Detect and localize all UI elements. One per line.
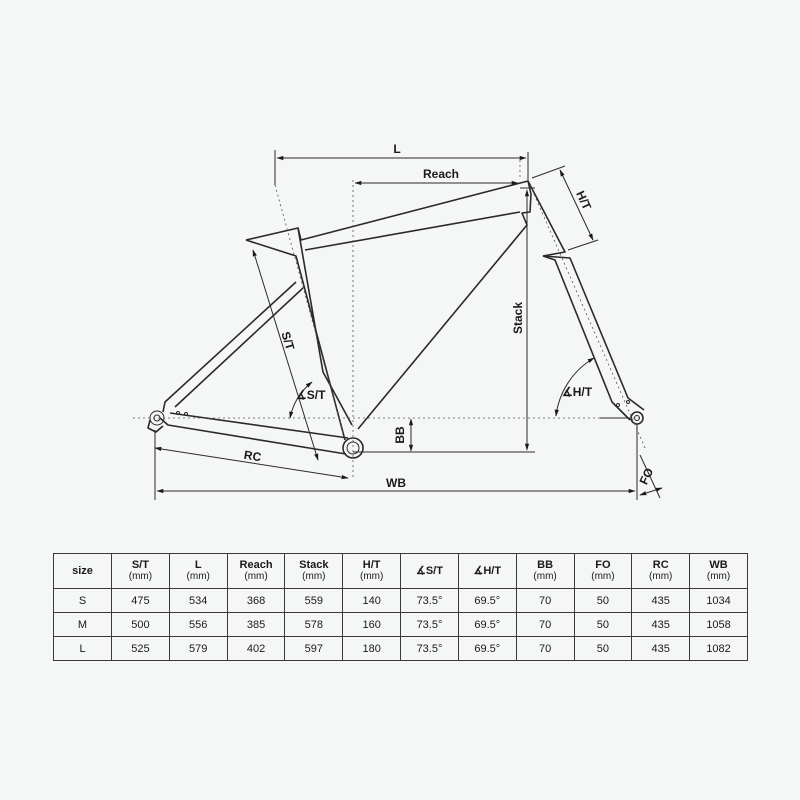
- size-cell: S: [53, 588, 112, 613]
- table-cell: 70: [515, 612, 575, 637]
- header-ht-angle: ∡H/T: [457, 553, 517, 589]
- header-fo: FO(mm): [573, 553, 633, 589]
- dimension-stack: Stack: [511, 189, 530, 451]
- table-cell: 69.5°: [457, 636, 517, 661]
- table-cell: 597: [284, 636, 344, 661]
- table-cell: 578: [284, 612, 344, 637]
- table-cell: 73.5°: [400, 588, 459, 613]
- table-cell: 50: [573, 612, 633, 637]
- table-cell: 50: [573, 588, 633, 613]
- table-cell: 70: [515, 636, 575, 661]
- table-cell: 579: [168, 636, 228, 661]
- dimension-bb: BB: [393, 418, 414, 452]
- label-reach: Reach: [423, 167, 459, 181]
- table-cell: 556: [168, 612, 228, 637]
- table-cell: 534: [168, 588, 228, 613]
- table-cell: 160: [342, 612, 402, 637]
- size-cell: M: [53, 612, 112, 637]
- header-bb: BB(mm): [515, 553, 575, 589]
- table-cell: 475: [111, 588, 170, 613]
- angle-ht: ∡H/T: [554, 357, 595, 417]
- label-st: S/T: [278, 330, 297, 353]
- label-stack: Stack: [511, 302, 525, 334]
- header-stack: Stack(mm): [284, 553, 344, 589]
- table-cell: 1082: [689, 636, 748, 661]
- table-cell: 435: [631, 588, 691, 613]
- table-cell: 559: [284, 588, 344, 613]
- table-cell: 500: [111, 612, 170, 637]
- size-cell: L: [53, 636, 112, 661]
- table-cell: 385: [226, 612, 286, 637]
- table-cell: 70: [515, 588, 575, 613]
- dimension-L: L: [276, 142, 527, 161]
- header-size: size: [53, 553, 112, 589]
- label-ht: H/T: [573, 189, 594, 213]
- bike-geometry-diagram: L Reach H/T S/T Stack ∡S/T ∡H/T BB RC: [133, 142, 663, 500]
- label-ht-angle: ∡H/T: [562, 385, 593, 399]
- dimension-st: S/T: [252, 249, 319, 461]
- table-header-row: size S/T(mm) L(mm) Reach(mm) Stack(mm) H…: [53, 553, 748, 589]
- table-cell: 69.5°: [457, 612, 517, 637]
- table-cell: 50: [573, 636, 633, 661]
- label-L: L: [393, 142, 400, 156]
- table-cell: 1034: [689, 588, 748, 613]
- header-st-angle: ∡S/T: [400, 553, 459, 589]
- table-cell: 180: [342, 636, 402, 661]
- table-cell: 73.5°: [400, 612, 459, 637]
- header-rc: RC(mm): [631, 553, 691, 589]
- table-cell: 525: [111, 636, 170, 661]
- label-wb: WB: [386, 476, 406, 490]
- table-cell: 69.5°: [457, 588, 517, 613]
- header-l: L(mm): [168, 553, 228, 589]
- table-cell: 1058: [689, 612, 748, 637]
- label-rc: RC: [243, 448, 263, 465]
- dimension-reach: Reach: [354, 167, 519, 186]
- table-cell: 368: [226, 588, 286, 613]
- dimension-rc: RC: [154, 446, 349, 480]
- header-wb: WB(mm): [689, 553, 748, 589]
- label-st-angle: ∡S/T: [296, 388, 326, 402]
- dimension-wb: WB: [156, 476, 636, 494]
- label-bb: BB: [393, 426, 407, 444]
- geometry-table: size S/T(mm) L(mm) Reach(mm) Stack(mm) H…: [53, 553, 748, 661]
- angle-st: ∡S/T: [289, 381, 326, 419]
- header-st: S/T(mm): [111, 553, 170, 589]
- table-cell: 73.5°: [400, 636, 459, 661]
- header-reach: Reach(mm): [226, 553, 286, 589]
- header-ht: H/T(mm): [342, 553, 402, 589]
- table-cell: 435: [631, 612, 691, 637]
- bike-frame: [147, 180, 645, 459]
- dimension-fo: FO: [637, 466, 663, 496]
- table-cell: 402: [226, 636, 286, 661]
- table-cell: 140: [342, 588, 402, 613]
- label-fo: FO: [637, 466, 657, 487]
- table-cell: 435: [631, 636, 691, 661]
